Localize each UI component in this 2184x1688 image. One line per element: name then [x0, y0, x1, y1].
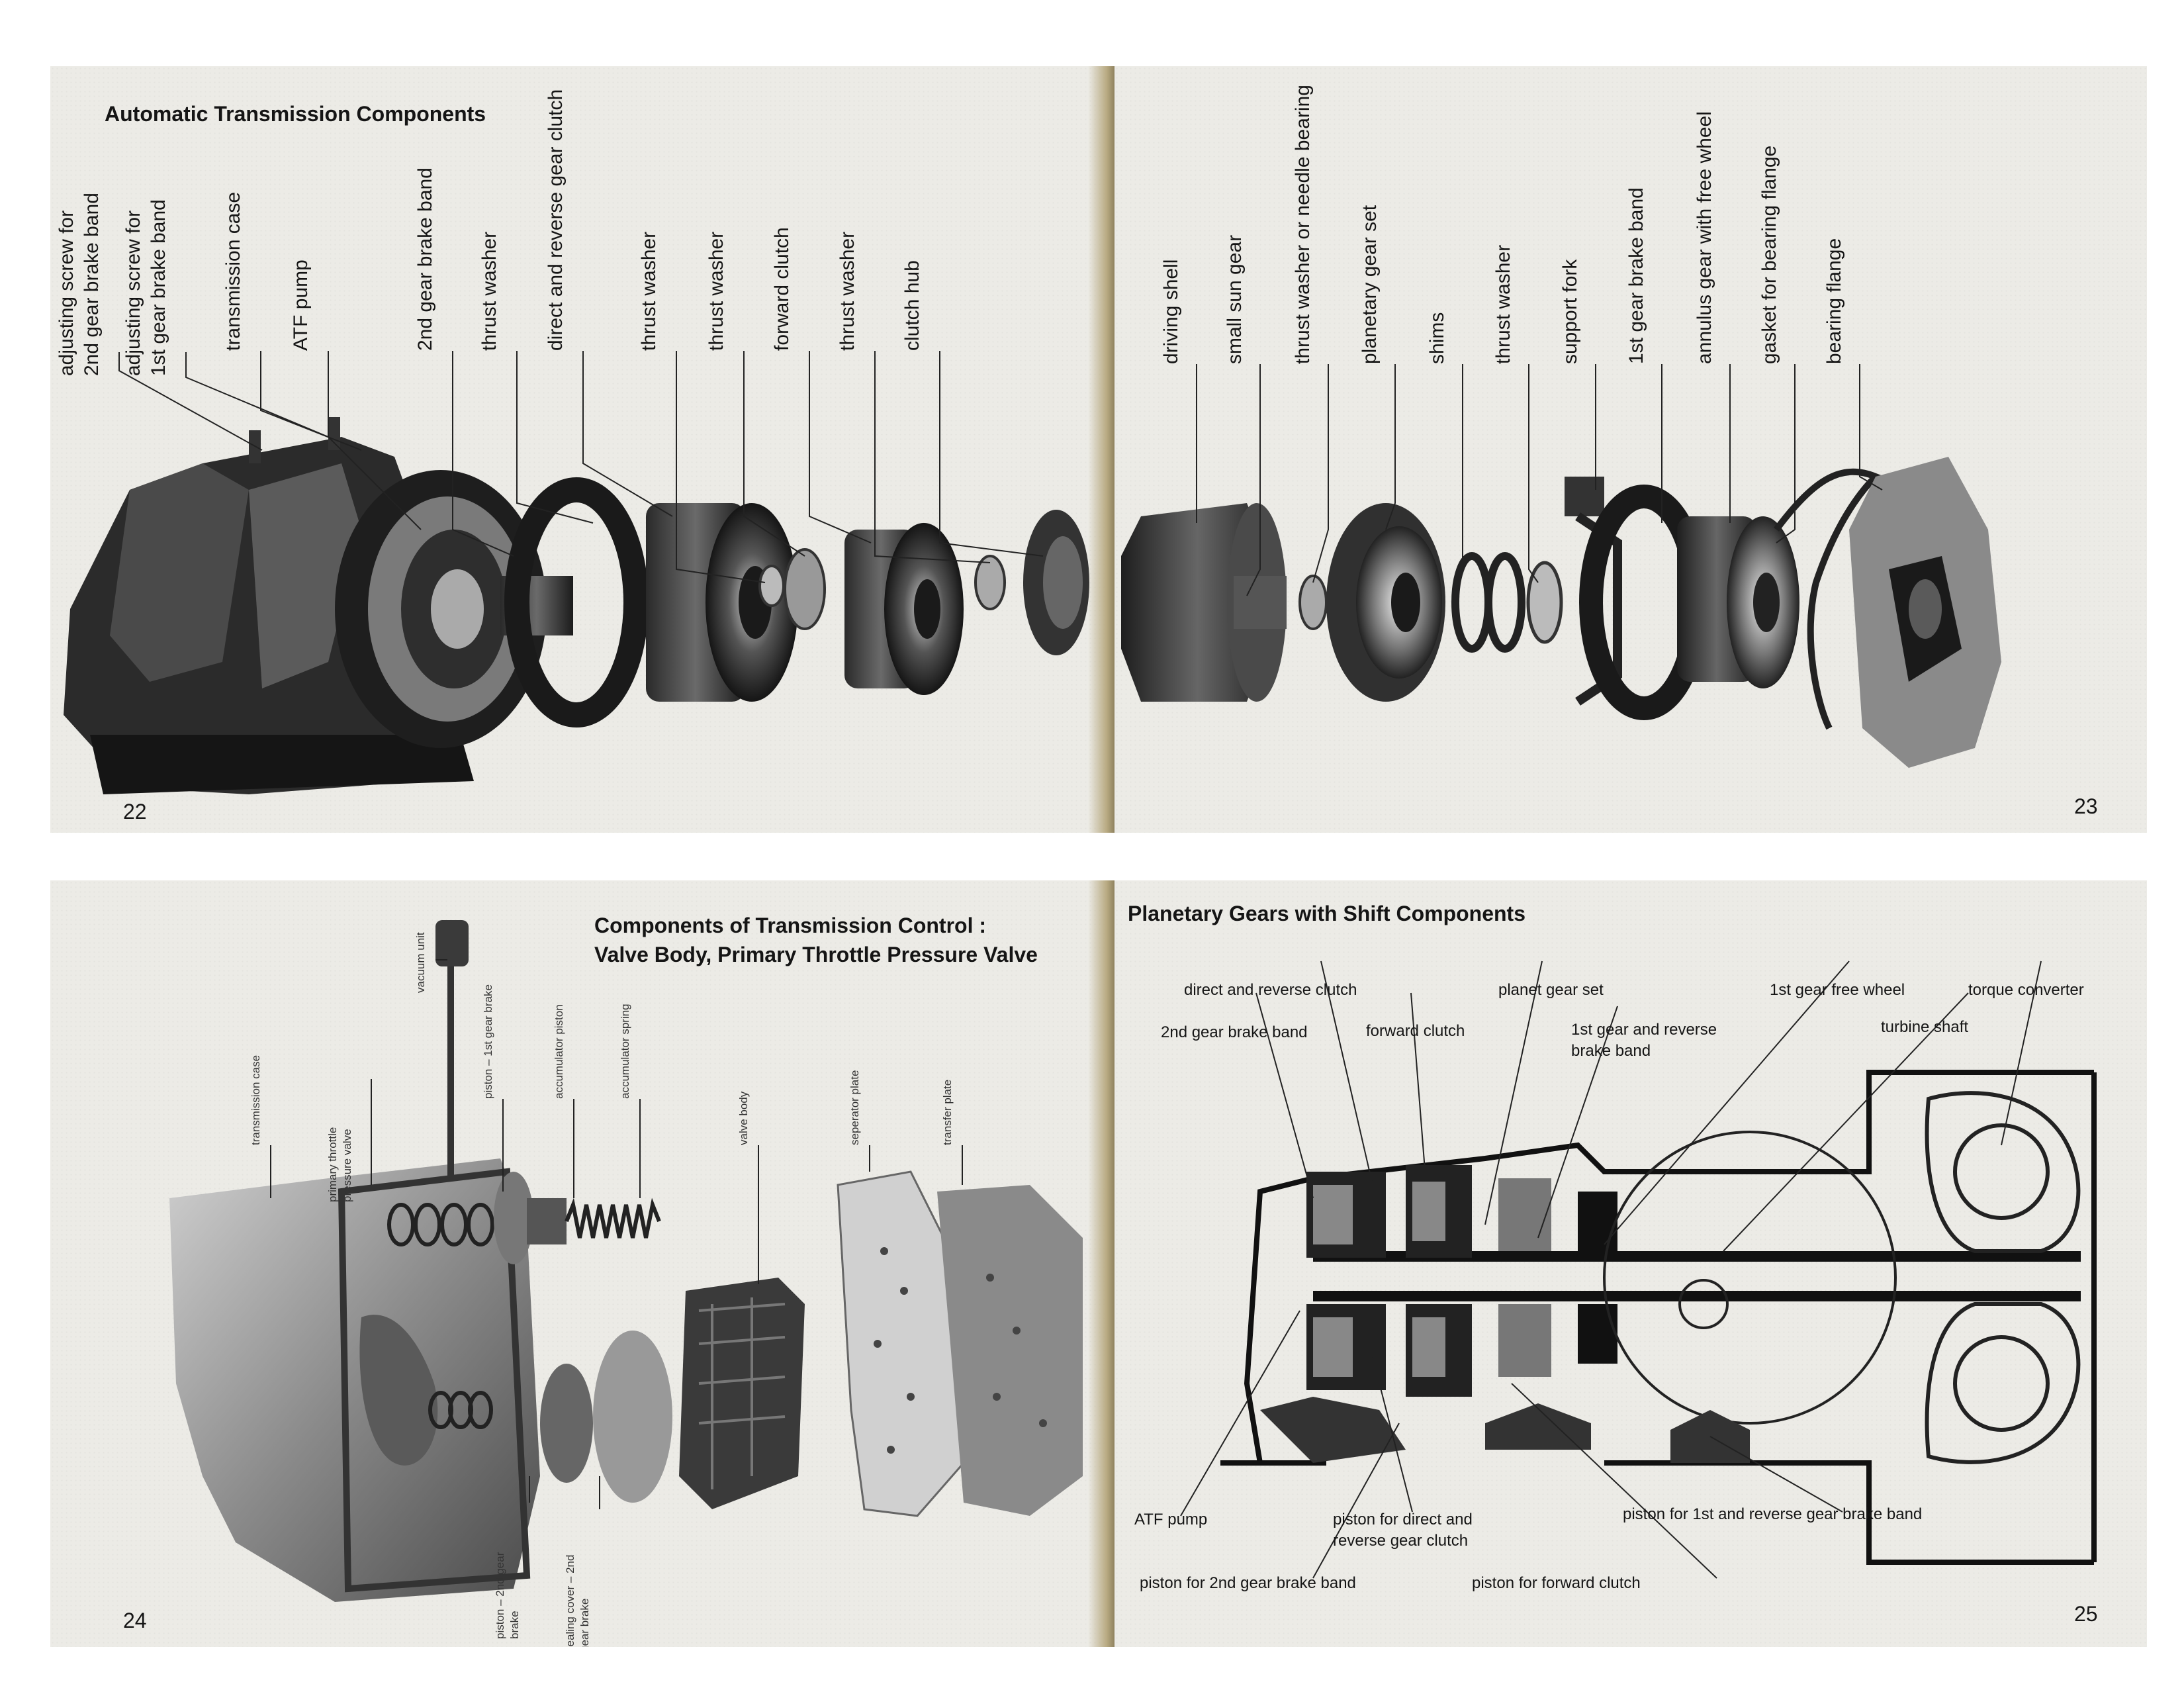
page-23: driving shell small sun gear thrust wash…	[1115, 66, 2147, 833]
page-title: Planetary Gears with Shift Components	[1128, 902, 1525, 925]
label-valve-body: valve body	[737, 1091, 750, 1145]
label-transmission-case: transmission case	[250, 1055, 262, 1145]
label-forward-clutch: forward clutch	[771, 227, 793, 351]
label-2nd-gear-brake-band: 2nd gear brake band	[1161, 1023, 1308, 1041]
label-thrust-washer: thrust washer	[638, 231, 660, 351]
label-2nd-gear-brake-band: 2nd gear brake band	[414, 167, 436, 351]
page-title: Automatic Transmission Components	[105, 102, 486, 126]
label-turbine-shaft: turbine shaft	[1881, 1018, 1969, 1036]
label-thrust-washer: thrust washer	[705, 231, 727, 351]
label-driving-shell: driving shell	[1160, 259, 1182, 364]
label-thrust-washer: thrust washer	[837, 231, 858, 351]
label-clutch-hub: clutch hub	[901, 260, 923, 351]
label-thrust-washer-needle-bearing: thrust washer or needle bearing	[1292, 85, 1314, 364]
label-torque-converter: torque converter	[1968, 981, 2084, 999]
label-shims: shims	[1426, 312, 1448, 364]
label-gasket-bearing-flange: gasket for bearing flange	[1758, 145, 1780, 364]
label-direct-reverse-clutch: direct and reverse clutch	[1184, 981, 1357, 999]
label-piston-2nd-brake-band: piston for 2nd gear brake band	[1140, 1574, 1356, 1592]
page-title: Components of Transmission Control :Valv…	[594, 914, 1038, 966]
control-components-photo	[169, 920, 1083, 1602]
page-number: 22	[123, 800, 147, 823]
page-number: 24	[123, 1609, 147, 1632]
label-annulus-gear: annulus gear with free wheel	[1694, 111, 1715, 364]
label-transmission-case: transmission case	[222, 191, 244, 351]
label-thrust-washer: thrust washer	[478, 231, 500, 351]
label-atf-pump: ATF pump	[290, 259, 312, 351]
page-gutter	[1088, 66, 1115, 833]
label-planetary-gear-set: planetary gear set	[1359, 205, 1381, 364]
page-22: Automatic Transmission Components adjust…	[50, 66, 1115, 833]
label-vacuum-unit: vacuum unit	[414, 932, 427, 993]
label-forward-clutch: forward clutch	[1366, 1022, 1465, 1040]
label-direct-reverse-clutch: direct and reverse gear clutch	[545, 89, 567, 351]
label-accumulator-piston: accumulator piston	[553, 1004, 565, 1099]
label-piston-1st-gear-brake: piston – 1st gear brake	[482, 984, 494, 1099]
label-piston-1st-reverse: piston for 1st and reverse gear brake ba…	[1623, 1505, 1923, 1523]
label-1st-gear-brake-band: 1st gear brake band	[1625, 187, 1647, 364]
transmission-exploded-photo-right	[1121, 457, 2001, 768]
label-small-sun-gear: small sun gear	[1224, 234, 1246, 364]
label-1st-gear-free-wheel: 1st gear free wheel	[1770, 981, 1905, 999]
label-thrust-washer: thrust washer	[1492, 244, 1514, 364]
page-gutter	[1088, 880, 1115, 1647]
page-number: 25	[2074, 1602, 2098, 1626]
page-24: Components of Transmission Control :Valv…	[50, 880, 1115, 1647]
label-atf-pump: ATF pump	[1134, 1511, 1208, 1528]
label-planet-gear-set: planet gear set	[1498, 981, 1604, 999]
label-seperator-plate: seperator plate	[848, 1070, 861, 1145]
label-accumulator-spring: accumulator spring	[619, 1004, 631, 1099]
label-transfer-plate: transfer plate	[941, 1079, 954, 1145]
label-bearing-flange: bearing flange	[1823, 238, 1845, 364]
label-support-fork: support fork	[1559, 259, 1581, 364]
transmission-exploded-photo-left	[64, 417, 1089, 794]
label-piston-forward-clutch: piston for forward clutch	[1472, 1574, 1641, 1592]
page-number: 23	[2074, 794, 2098, 818]
page-25: Planetary Gears with Shift Components di…	[1115, 880, 2147, 1647]
